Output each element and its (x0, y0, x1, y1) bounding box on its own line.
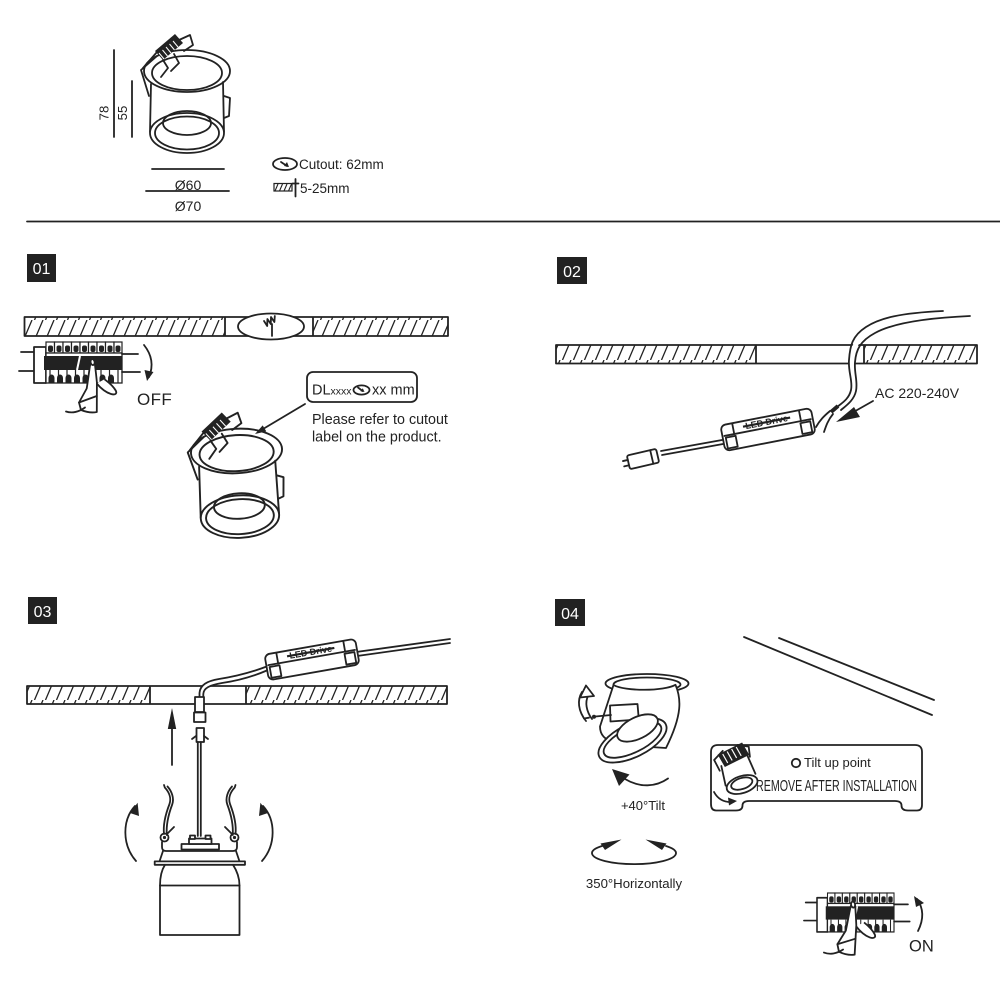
svg-text:AC 220-240V: AC 220-240V (875, 385, 960, 401)
svg-text:Cutout: 62mm: Cutout: 62mm (299, 157, 384, 172)
svg-text:Ø60: Ø60 (175, 177, 202, 193)
svg-text:02: 02 (563, 264, 581, 281)
svg-text:xx mm: xx mm (372, 383, 415, 399)
svg-text:Tilt up point: Tilt up point (804, 755, 871, 770)
svg-text:04: 04 (561, 606, 579, 623)
svg-text:55: 55 (115, 106, 130, 121)
svg-text:label on the product.: label on the product. (312, 430, 442, 446)
svg-text:Please refer to cutout: Please refer to cutout (312, 412, 448, 428)
svg-text:ON: ON (909, 938, 934, 956)
svg-text:5-25mm: 5-25mm (300, 181, 350, 196)
svg-text:78: 78 (97, 106, 112, 121)
svg-text:OFF: OFF (137, 390, 172, 409)
svg-text:DLxxxx: DLxxxx (312, 383, 352, 399)
svg-text:350°Horizontally: 350°Horizontally (586, 876, 683, 891)
svg-text:01: 01 (33, 261, 51, 278)
svg-text:REMOVE AFTER INSTALLATION: REMOVE AFTER INSTALLATION (756, 778, 917, 795)
svg-text:Ø70: Ø70 (175, 198, 202, 214)
svg-text:03: 03 (34, 604, 52, 621)
svg-text:+40°Tilt: +40°Tilt (621, 798, 665, 813)
